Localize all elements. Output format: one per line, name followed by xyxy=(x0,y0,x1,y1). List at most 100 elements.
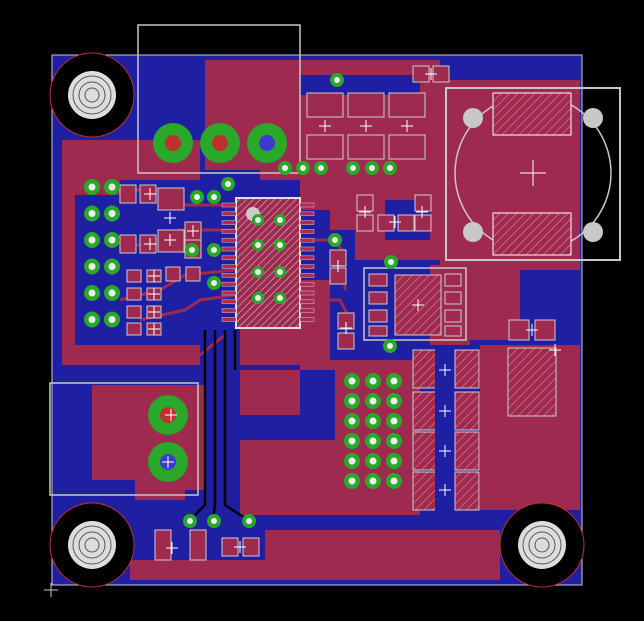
ic-pin xyxy=(221,273,237,278)
ic-pin xyxy=(299,317,315,322)
ic-pin xyxy=(221,281,237,287)
via-drill xyxy=(282,165,288,171)
via-drill xyxy=(88,263,96,270)
ic-pin xyxy=(221,299,237,305)
inductor-corner-marks xyxy=(463,108,603,242)
via-drill xyxy=(277,295,283,301)
ic-pin xyxy=(299,220,315,225)
via-drill xyxy=(387,343,393,349)
misc-vias xyxy=(183,73,398,528)
via-drill xyxy=(211,194,217,200)
ic-pin xyxy=(221,202,237,208)
via-drill xyxy=(187,518,193,524)
ic-pin xyxy=(221,255,237,261)
silk-crosses xyxy=(144,68,561,554)
via-drill xyxy=(348,457,356,465)
via-array xyxy=(344,373,402,489)
via-drill xyxy=(255,269,261,275)
via-drill xyxy=(387,165,393,171)
ic-pin xyxy=(221,308,237,313)
via-drill xyxy=(369,397,377,405)
via-drill xyxy=(348,437,356,445)
via-drill xyxy=(88,316,96,323)
ic-pin xyxy=(221,211,237,217)
ic-pin xyxy=(299,273,315,278)
mounting-hole-bottom-right xyxy=(499,502,585,588)
ic-pin xyxy=(299,229,315,234)
via-drill xyxy=(277,269,283,275)
via-drill xyxy=(332,237,338,243)
large-smd-parts xyxy=(412,347,557,511)
board-outline xyxy=(51,54,583,586)
via-drill xyxy=(225,181,231,187)
ic-pin xyxy=(299,255,315,261)
ic-pin xyxy=(299,202,315,208)
via-drill xyxy=(300,165,306,171)
part-gap xyxy=(435,345,453,515)
ic-pin xyxy=(299,281,315,287)
inductor-pad-1 xyxy=(492,92,572,136)
via-drill xyxy=(350,165,356,171)
via-drill xyxy=(211,280,217,286)
via-drill xyxy=(88,236,96,244)
via-drill xyxy=(108,263,116,270)
via-drill xyxy=(88,210,96,217)
mounting-hole-bottom-left xyxy=(49,502,135,588)
ic-pin xyxy=(221,317,237,322)
via-drill xyxy=(348,397,356,405)
via-drill xyxy=(369,457,377,465)
via-drill xyxy=(255,242,261,248)
via-drill xyxy=(388,259,394,265)
screw-terminal-2pin-outline xyxy=(49,382,199,496)
ic-pin xyxy=(221,237,237,243)
via-drill xyxy=(189,247,195,253)
via-drill xyxy=(211,247,217,253)
via-drill xyxy=(369,437,377,445)
via-drill xyxy=(390,457,398,465)
ic-pin xyxy=(299,290,315,296)
via-drill xyxy=(88,289,96,297)
ic-thermal-vias xyxy=(252,214,286,304)
via-drill xyxy=(246,518,252,524)
via-drill xyxy=(108,210,116,217)
mounting-holes xyxy=(49,52,585,588)
mounting-hole-top-left xyxy=(49,52,135,138)
via-drill xyxy=(369,377,377,385)
ic-pin xyxy=(221,290,237,296)
ic-pin xyxy=(221,264,237,269)
inductor-outline xyxy=(445,87,621,261)
via-drill xyxy=(369,165,375,171)
via-drill xyxy=(255,217,261,223)
via-drill xyxy=(348,417,356,425)
via-drill xyxy=(108,289,116,297)
via-drill xyxy=(334,77,340,83)
origin-marker xyxy=(44,583,58,597)
ic-pin xyxy=(221,220,237,225)
via-drill xyxy=(369,477,377,485)
ic-pin xyxy=(299,308,315,313)
via-drill xyxy=(108,316,116,323)
via-drill xyxy=(390,477,398,485)
inductor-center-mark xyxy=(520,160,546,186)
via-drill xyxy=(88,183,96,191)
ic-sot-outline xyxy=(363,267,467,341)
via-drill xyxy=(277,217,283,223)
ic-pin xyxy=(221,246,237,252)
ic-sot-pins xyxy=(368,273,462,337)
screw-terminal-3pin xyxy=(153,123,287,163)
via-drill xyxy=(348,477,356,485)
via-drill xyxy=(277,242,283,248)
via-drill xyxy=(369,417,377,425)
ic-pin xyxy=(299,237,315,243)
via-drill xyxy=(390,397,398,405)
ic-pin xyxy=(299,246,315,252)
ic-pin xyxy=(299,211,315,217)
inductor-pad-2 xyxy=(492,212,572,256)
via-drill xyxy=(348,377,356,385)
via-drill xyxy=(390,377,398,385)
pin-header-left xyxy=(84,179,120,328)
ic-pin xyxy=(299,264,315,269)
via-drill xyxy=(108,236,116,244)
